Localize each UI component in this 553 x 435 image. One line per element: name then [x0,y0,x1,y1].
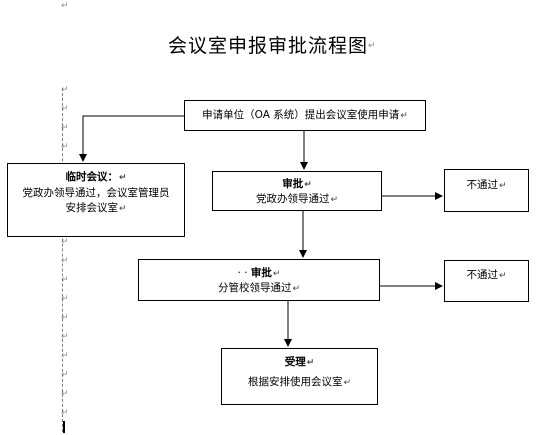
node-temporary-meeting: 临时会议：↵ 党政办领导通过，会议室管理员 安排会议室↵ [7,163,185,237]
paragraph-mark: ↵ [61,389,69,399]
node-reject2-text: 不通过 [466,269,498,281]
paragraph-mark: ↵ [272,269,281,279]
paragraph-mark: ↵ [343,378,352,388]
paragraph-mark: ↵ [61,332,69,342]
node-approval-office: 审批↵ 党政办领导通过↵ [212,171,382,211]
node-reject1-text: 不通过 [466,179,498,191]
paragraph-mark: ↵ [400,111,408,121]
paragraph-mark: ↵ [61,294,69,304]
node-temporary-line2: 安排会议室 [65,202,118,214]
node-reject-office: 不通过↵ [444,169,529,212]
paragraph-mark: ↵ [61,123,69,133]
paragraph-mark: ↵ [61,408,69,418]
connector-apply-to-temporary [79,115,184,162]
paragraph-mark: ↵ [304,180,312,190]
node-approval-leader: · · 审批↵ 分管校领导通过↵ [138,259,380,301]
paragraph-mark: ↵ [61,256,69,266]
paragraph-mark: ↵ [61,85,69,95]
paragraph-mark: ↵ [61,313,69,323]
title-text: 会议室申报审批流程图 [168,35,369,57]
paragraph-mark: ↵ [61,370,69,380]
node-accept-text: 根据安排使用会议室 [247,376,343,388]
node-accept-head: 受理 [284,356,306,368]
paragraph-mark: ↵ [118,173,127,183]
paragraph-mark: ↵ [306,358,315,368]
node-approval2-prefix: · · [237,267,251,279]
text-cursor [63,421,65,433]
paragraph-mark: ↵ [498,271,507,281]
node-approval1-text: 党政办领导通过 [255,193,330,205]
node-approval2-head: 审批 [250,267,272,279]
node-temporary-line1: 党政办领导通过，会议室管理员 [22,187,170,199]
node-temporary-head: 临时会议： [65,171,118,183]
node-reject-leader: 不通过↵ [444,260,529,302]
paragraph-mark: ↵ [498,181,507,191]
paragraph-mark: ↵ [61,104,69,114]
paragraph-mark: ↵ [292,284,301,294]
node-approval1-head: 审批 [282,178,304,190]
paragraph-mark: ↵ [61,351,69,361]
node-accept: 受理↵ 根据安排使用会议室↵ [221,348,378,405]
paragraph-mark: ↵ [61,275,69,285]
paragraph-mark: ↵ [61,237,69,247]
margin-guide-line [62,88,63,432]
paragraph-mark: ↵ [330,195,339,205]
node-apply-text: 申请单位（OA 系统）提出会议室使用申请 [202,109,400,121]
node-approval2-text: 分管校领导通过 [217,282,292,294]
node-apply-request: 申请单位（OA 系统）提出会议室使用申请↵ [184,100,426,131]
paragraph-mark: ↵ [61,142,69,152]
paragraph-mark: ↵ [118,204,127,214]
paragraph-mark: ↵ [368,41,377,51]
paragraph-mark: ↵ [61,1,69,11]
flowchart-title: 会议室申报审批流程图↵ [168,31,377,58]
